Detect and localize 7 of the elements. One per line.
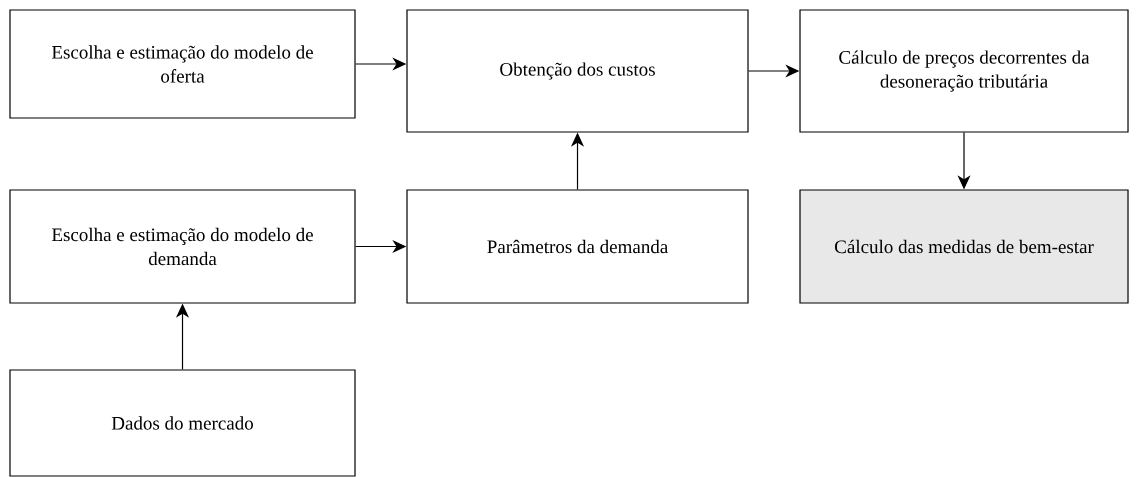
process-box: Parâmetros da demanda	[406, 189, 749, 304]
process-box: Obtenção dos custos	[406, 9, 749, 133]
process-box: Escolha e estimação do modelo de demanda	[9, 189, 356, 304]
process-box: Cálculo das medidas de bem-estar	[799, 189, 1129, 304]
process-box: Dados do mercado	[9, 369, 356, 477]
process-box: Escolha e estimação do modelo de oferta	[9, 9, 356, 119]
process-box: Cálculo de preços decorrentes da desoneração tributária	[799, 9, 1129, 133]
